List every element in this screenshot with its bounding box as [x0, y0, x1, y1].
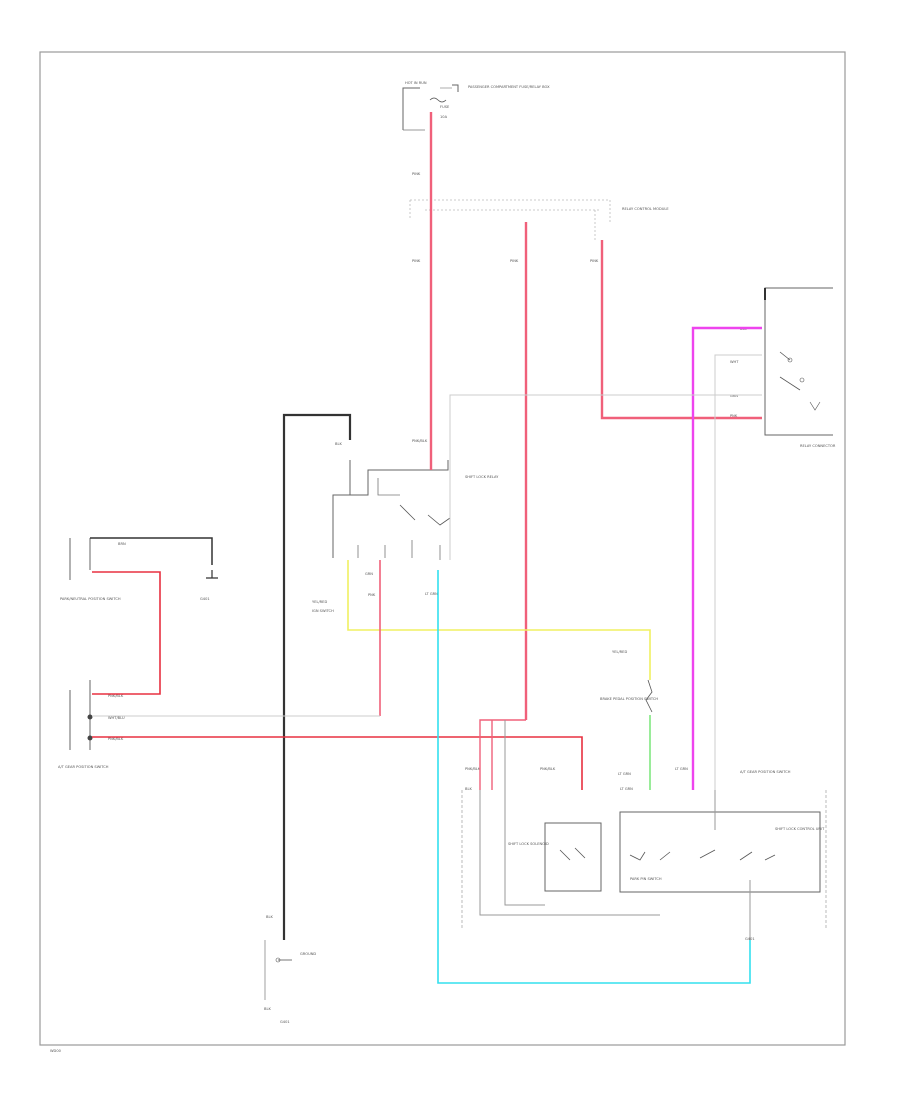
wire-8 — [347, 560, 651, 680]
center-relay-desc: SHIFT LOCK RELAY — [465, 475, 499, 479]
wires — [92, 112, 762, 984]
left-bottom-connector: PNK/BLK WHT/BLU PNK/BLK A/T GEAR POSITIO… — [58, 680, 125, 769]
wire-15 — [479, 719, 526, 790]
park-pin-switch-label: PARK PIN SWITCH — [630, 877, 662, 881]
bottom-ground-desc: GROUND — [300, 952, 316, 956]
wire-b-label: PINK — [510, 259, 519, 263]
diagram-frame — [39, 51, 846, 1046]
bottom-module-desc: SHIFT LOCK CONTROL UNIT — [775, 827, 825, 831]
shift-lock-solenoid-box — [544, 822, 602, 892]
right-pnk-label: PNK — [730, 414, 738, 418]
bottom-left-wire1-label: PNK/BLK — [465, 767, 481, 771]
ignition-label: IGN SWITCH — [312, 609, 334, 613]
center-wire-label: PNK/BLK — [412, 439, 428, 443]
solenoid-icon — [559, 847, 586, 861]
brake-switch-icon — [645, 679, 653, 713]
fuse-icon — [429, 97, 447, 103]
left-bottom-connector-label: A/T GEAR POSITION SWITCH — [58, 765, 109, 769]
yel-red-label: YEL/RED — [312, 600, 327, 604]
wire-13 — [92, 736, 583, 790]
wire-2 — [600, 240, 762, 420]
junction-desc: RELAY CONTROL MODULE — [622, 207, 669, 211]
shift-lock-solenoid-label: SHIFT LOCK SOLENOID — [508, 842, 549, 846]
right-wht-label: WHT — [730, 360, 739, 364]
top-fuse-block-label: HOT IN RUN — [405, 81, 427, 85]
wire-12 — [92, 571, 161, 695]
left-module: BRN G401 PARK/NEUTRAL POSITION SWITCH — [60, 537, 218, 601]
wire-14 — [437, 570, 751, 984]
wire-a-label: PINK — [412, 259, 421, 263]
bottom-ground-switch: GROUND BLK BLK G401 — [264, 915, 316, 1024]
left-wire-1-label: PNK/BLK — [108, 694, 124, 698]
bottom-modules: PNK/BLK PNK/BLK LT GRN A/T GEAR POSITION… — [461, 767, 827, 941]
center-lt-grn-label: LT GRN — [425, 592, 438, 596]
left-module-desc: PARK/NEUTRAL POSITION SWITCH — [60, 597, 121, 601]
bottom-blk-label: BLK — [465, 787, 472, 791]
bottom-lt-grn2-label: LT GRN — [620, 787, 633, 791]
right-connector-block: BLU WHT GRN PNK RELAY CONNECTOR — [730, 287, 836, 448]
bottom-blk-top-label: BLK — [266, 915, 273, 919]
pnk-label: PNK — [368, 593, 376, 597]
top-fuse-box: HOT IN RUN PASSENGER COMPARTMENT FUSE/RE… — [402, 81, 550, 176]
right-connector-label: RELAY CONNECTOR — [800, 444, 836, 448]
left-wire-2-label: WHT/BLU — [108, 716, 125, 720]
junction-block: RELAY CONTROL MODULE PINK PINK PINK — [409, 199, 669, 263]
wire-17 — [479, 790, 660, 916]
footer-code: WD00 — [50, 1049, 62, 1053]
ground-icon — [206, 570, 218, 579]
bottom-blk-bot-label: BLK — [264, 1007, 271, 1011]
fuse-label: FUSE — [440, 105, 450, 109]
center-blk-label: BLK — [335, 442, 342, 446]
control-unit-box — [619, 811, 821, 893]
bottom-ground-id-label: G401 — [280, 1020, 290, 1024]
wire-top-label: PINK — [412, 172, 421, 176]
wire-c-label: PINK — [590, 259, 599, 263]
brake-switch-desc: BRAKE PEDAL POSITION SWITCH — [600, 697, 658, 701]
ground-left-label: G401 — [200, 597, 210, 601]
park-pin-switch-icon — [629, 849, 776, 861]
brake-wire-label: LT GRN — [618, 772, 631, 776]
brake-switch: YEL/RED BRAKE PEDAL POSITION SWITCH LT G… — [600, 650, 658, 776]
relay-switch-icon — [399, 504, 416, 521]
bottom-left-wire2-label: PNK/BLK — [540, 767, 556, 771]
left-wire-3-label: PNK/BLK — [108, 737, 124, 741]
center-relay: SHIFT LOCK RELAY PNK/BLK BLK GRN LT GRN … — [312, 439, 499, 613]
wire-5 — [714, 354, 762, 395]
wire-4 — [449, 394, 762, 560]
fuse-amp-label: 10A — [440, 115, 448, 119]
center-grn-label: GRN — [365, 572, 373, 576]
shift-lock-desc: A/T GEAR POSITION SWITCH — [740, 770, 791, 774]
wire-7 — [282, 413, 352, 940]
right-grn-label: GRN — [730, 394, 738, 398]
yel-red-right-label: YEL/RED — [612, 650, 627, 654]
top-fuse-desc: PASSENGER COMPARTMENT FUSE/RELAY BOX — [468, 85, 550, 89]
bottom-lt-grn-label: LT GRN — [675, 767, 688, 771]
wire-18 — [504, 720, 545, 906]
left-module-top-label: BRN — [118, 542, 126, 546]
wire-3 — [691, 326, 762, 790]
